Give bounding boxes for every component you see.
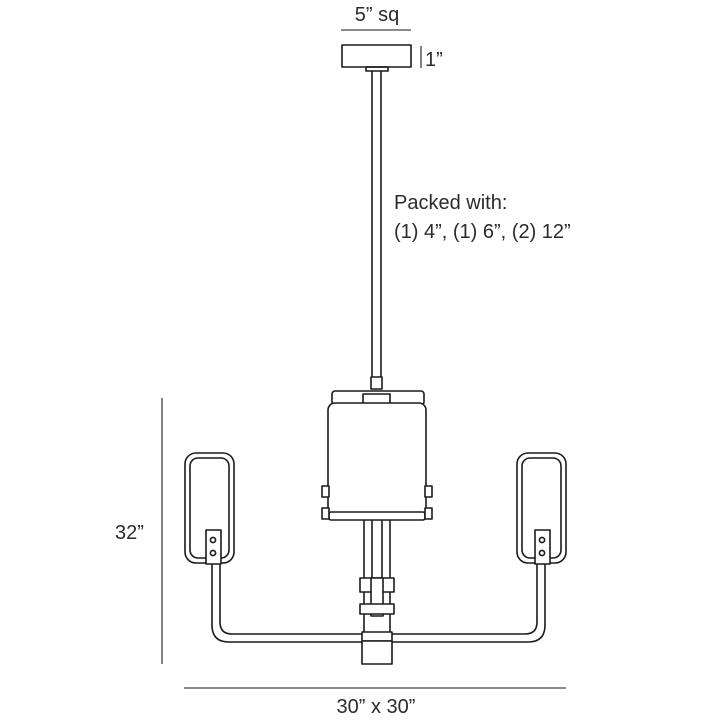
- shade-clip-left-upper: [321, 485, 330, 498]
- canopy: [341, 44, 412, 68]
- shade-right-bracket: [534, 529, 551, 565]
- arm-left-inner: [219, 564, 363, 635]
- central-shade: [327, 402, 427, 517]
- shade-left-screw-bottom: [209, 549, 217, 557]
- hub: [361, 640, 393, 665]
- arm-right-inner: [391, 564, 538, 635]
- canopy-height-label: 1”: [425, 49, 443, 71]
- packed-with-rods: (1) 4”, (1) 6”, (2) 12”: [394, 221, 571, 243]
- rod-coupling: [370, 376, 383, 390]
- shade-clip-right-upper: [424, 485, 433, 498]
- canopy-width-label: 5” sq: [355, 4, 399, 26]
- column-band-lower: [359, 603, 395, 615]
- shade-right-screw-bottom: [538, 549, 546, 557]
- shade-right-screw-top: [538, 536, 546, 544]
- height-label: 32”: [115, 522, 144, 544]
- canopy-collar: [365, 66, 389, 72]
- packed-with-title: Packed with:: [394, 192, 507, 214]
- shade-left-bracket: [205, 529, 222, 565]
- arm-left-outer: [211, 564, 363, 643]
- width-label: 30” x 30”: [337, 696, 416, 718]
- shade-left-screw-top: [209, 536, 217, 544]
- central-shade-base: [328, 511, 426, 521]
- arm-right-outer: [391, 564, 546, 643]
- hub-top: [361, 631, 393, 642]
- shade-clip-right-lower: [424, 507, 433, 520]
- shade-clip-left-lower: [321, 507, 330, 520]
